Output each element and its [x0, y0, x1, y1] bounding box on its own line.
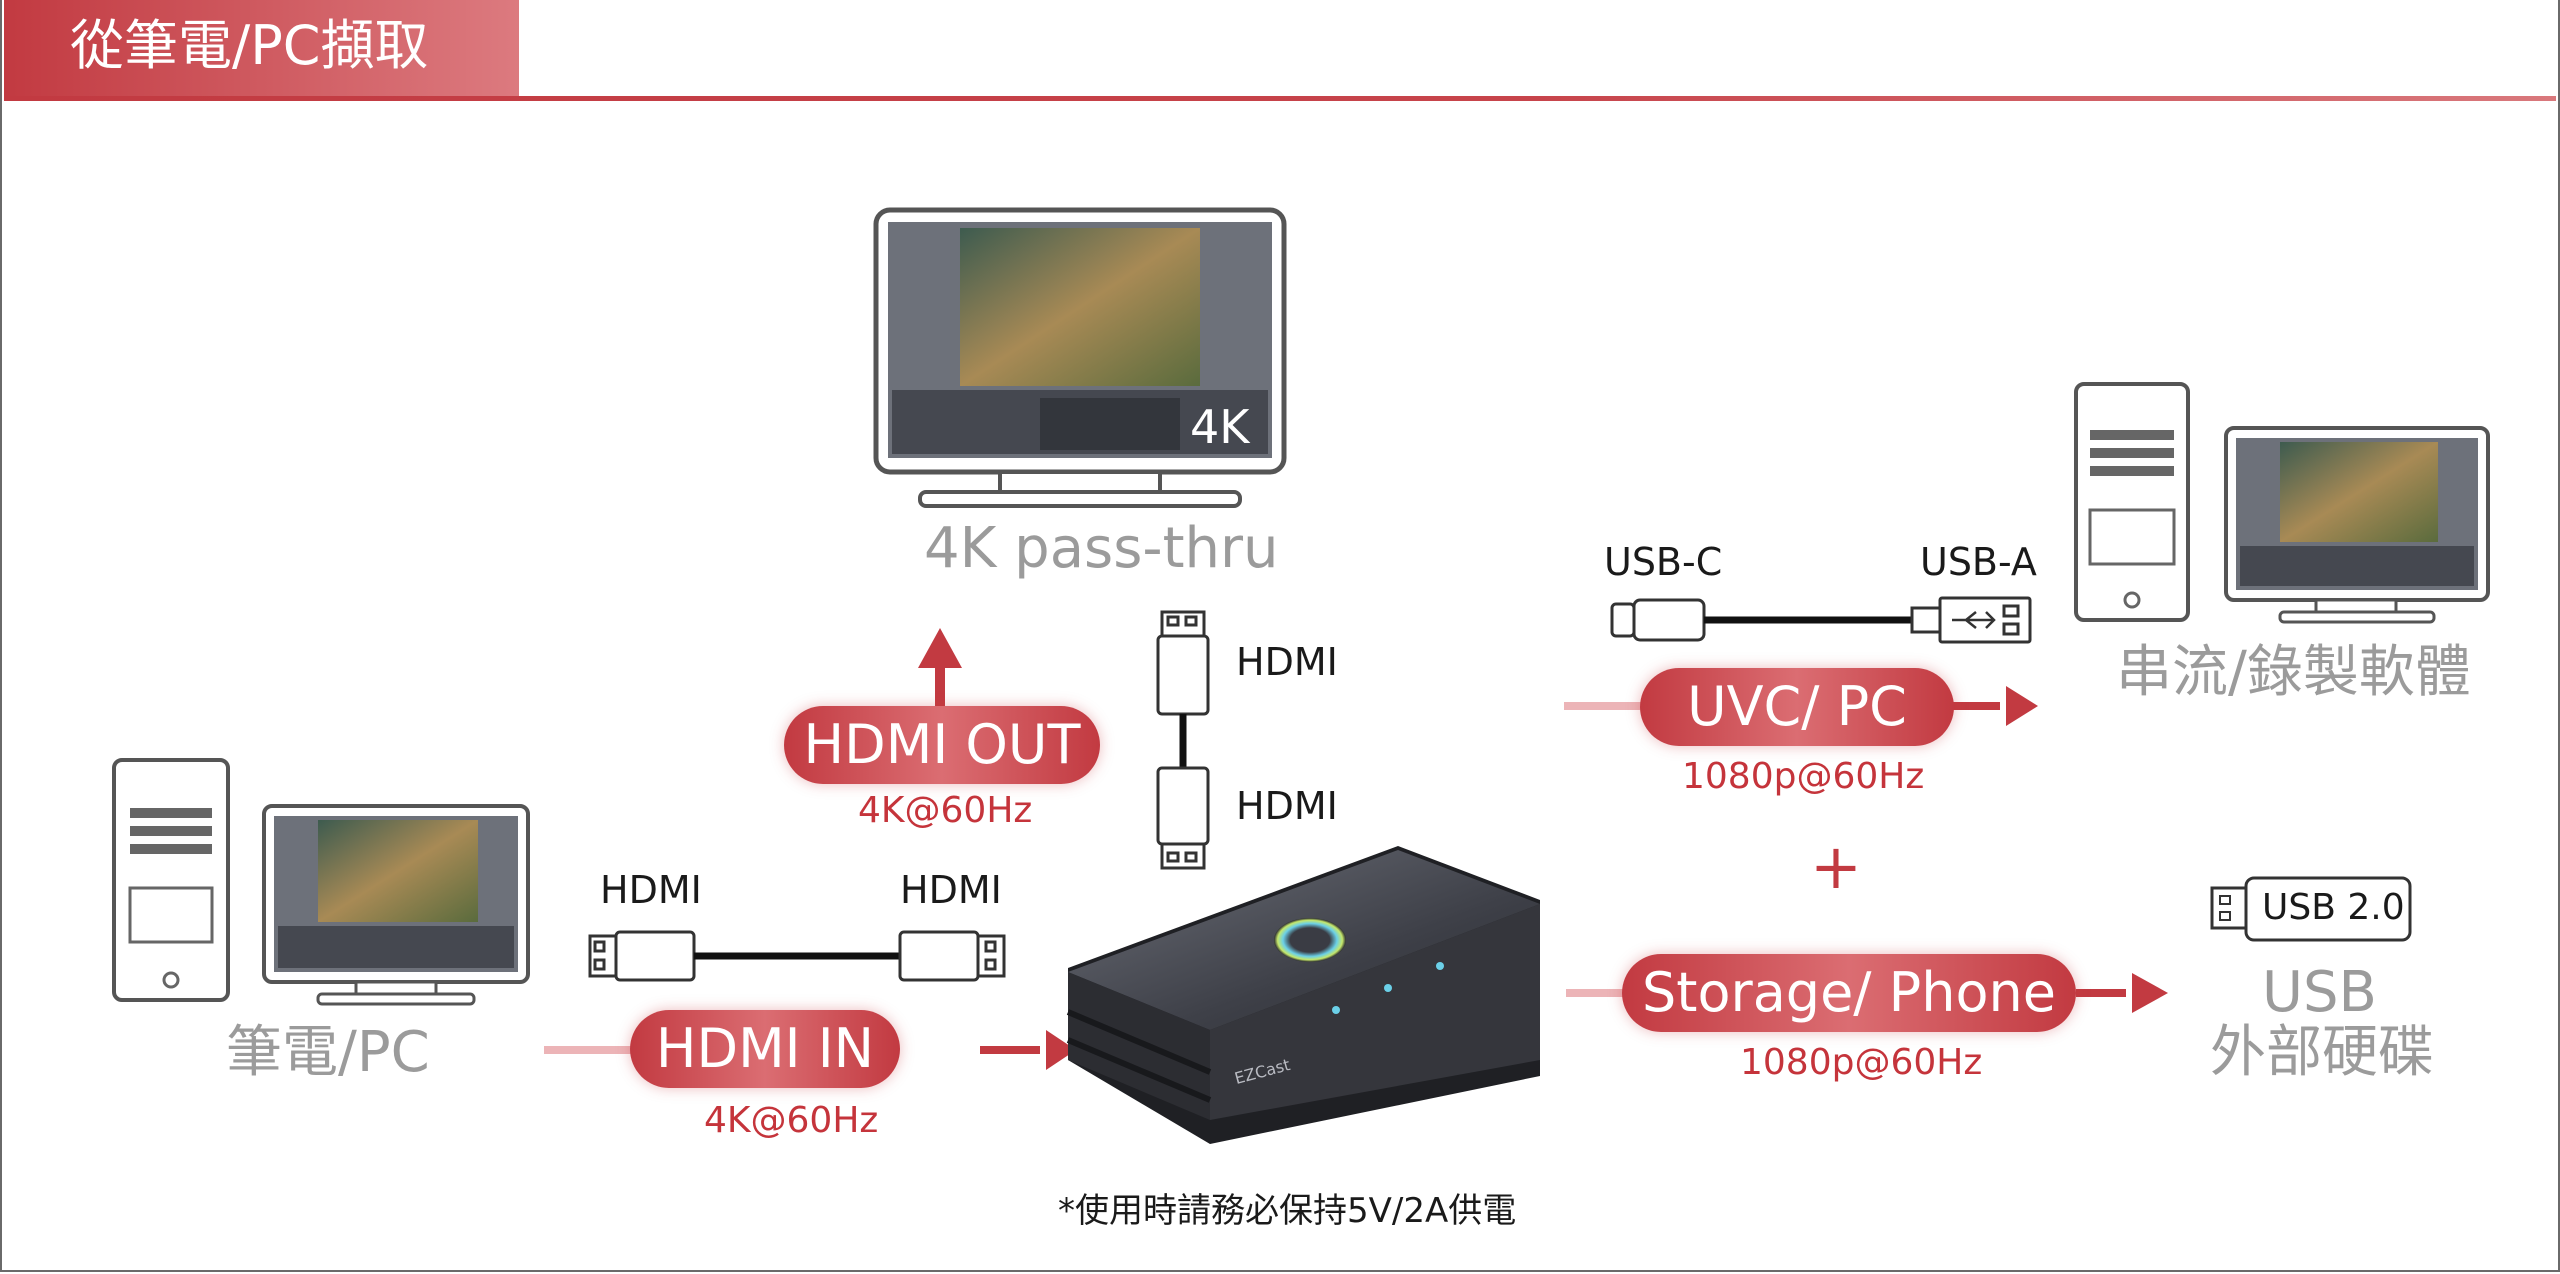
usb-drive-icon: [2210, 876, 2412, 942]
usb-a-label: USB-A: [1920, 540, 2037, 584]
monitor-right-icon: [2224, 426, 2490, 624]
streaming-software-label: 串流/錄製軟體: [2116, 640, 2471, 705]
usb-cable-icon: [1610, 596, 2032, 644]
hdmi-out-pill: HDMI OUT: [784, 706, 1100, 784]
laptop-pc-label: 筆電/PC: [226, 1020, 430, 1085]
plus-sign: +: [1810, 830, 1862, 903]
header-bar: [4, 0, 519, 98]
hdmi-in-arrow: [544, 1030, 1076, 1070]
hdmi-cable-vertical-icon: [1156, 610, 1210, 870]
hdmi-in-pill: HDMI IN: [630, 1010, 900, 1088]
hdmi-horizontal-right-label: HDMI: [900, 868, 1002, 912]
header-underline: [4, 96, 2556, 101]
hdmi-cable-horizontal-icon: [588, 930, 1006, 982]
storage-phone-pill: Storage/ Phone: [1622, 954, 2076, 1032]
monitor-4k-badge: 4K: [1190, 400, 1250, 454]
usb-drive-label-line2: 外部硬碟: [2210, 1020, 2434, 1085]
footnote: *使用時請務必保持5V/2A供電: [1058, 1191, 1517, 1231]
usb-drive-tag: USB 2.0: [2262, 887, 2405, 928]
hdmi-vertical-top-label: HDMI: [1236, 640, 1338, 684]
hdmi-out-spec: 4K@60Hz: [858, 790, 1033, 831]
pc-tower-left-icon: [112, 758, 230, 1002]
usb-drive-label-line1: USB: [2262, 960, 2377, 1025]
passthru-label: 4K pass-thru: [924, 516, 1279, 581]
uvc-pc-spec: 1080p@60Hz: [1682, 756, 1925, 797]
monitor-4k-icon: [873, 207, 1287, 508]
hdmi-horizontal-left-label: HDMI: [600, 868, 702, 912]
page-title: 從筆電/PC擷取: [70, 14, 429, 77]
hdmi-vertical-bottom-label: HDMI: [1236, 784, 1338, 828]
uvc-pc-pill: UVC/ PC: [1640, 668, 1954, 746]
usb-c-label: USB-C: [1604, 540, 1723, 584]
monitor-left-icon: [262, 804, 530, 1006]
uvc-arrow: [1564, 686, 2038, 726]
storage-arrow: [1566, 973, 2168, 1013]
hdmi-in-spec: 4K@60Hz: [704, 1100, 879, 1141]
hdmi-out-arrow: [918, 628, 962, 720]
capture-device-icon: [1066, 846, 1540, 1144]
pc-tower-right-icon: [2074, 382, 2190, 622]
storage-phone-spec: 1080p@60Hz: [1740, 1042, 1983, 1083]
